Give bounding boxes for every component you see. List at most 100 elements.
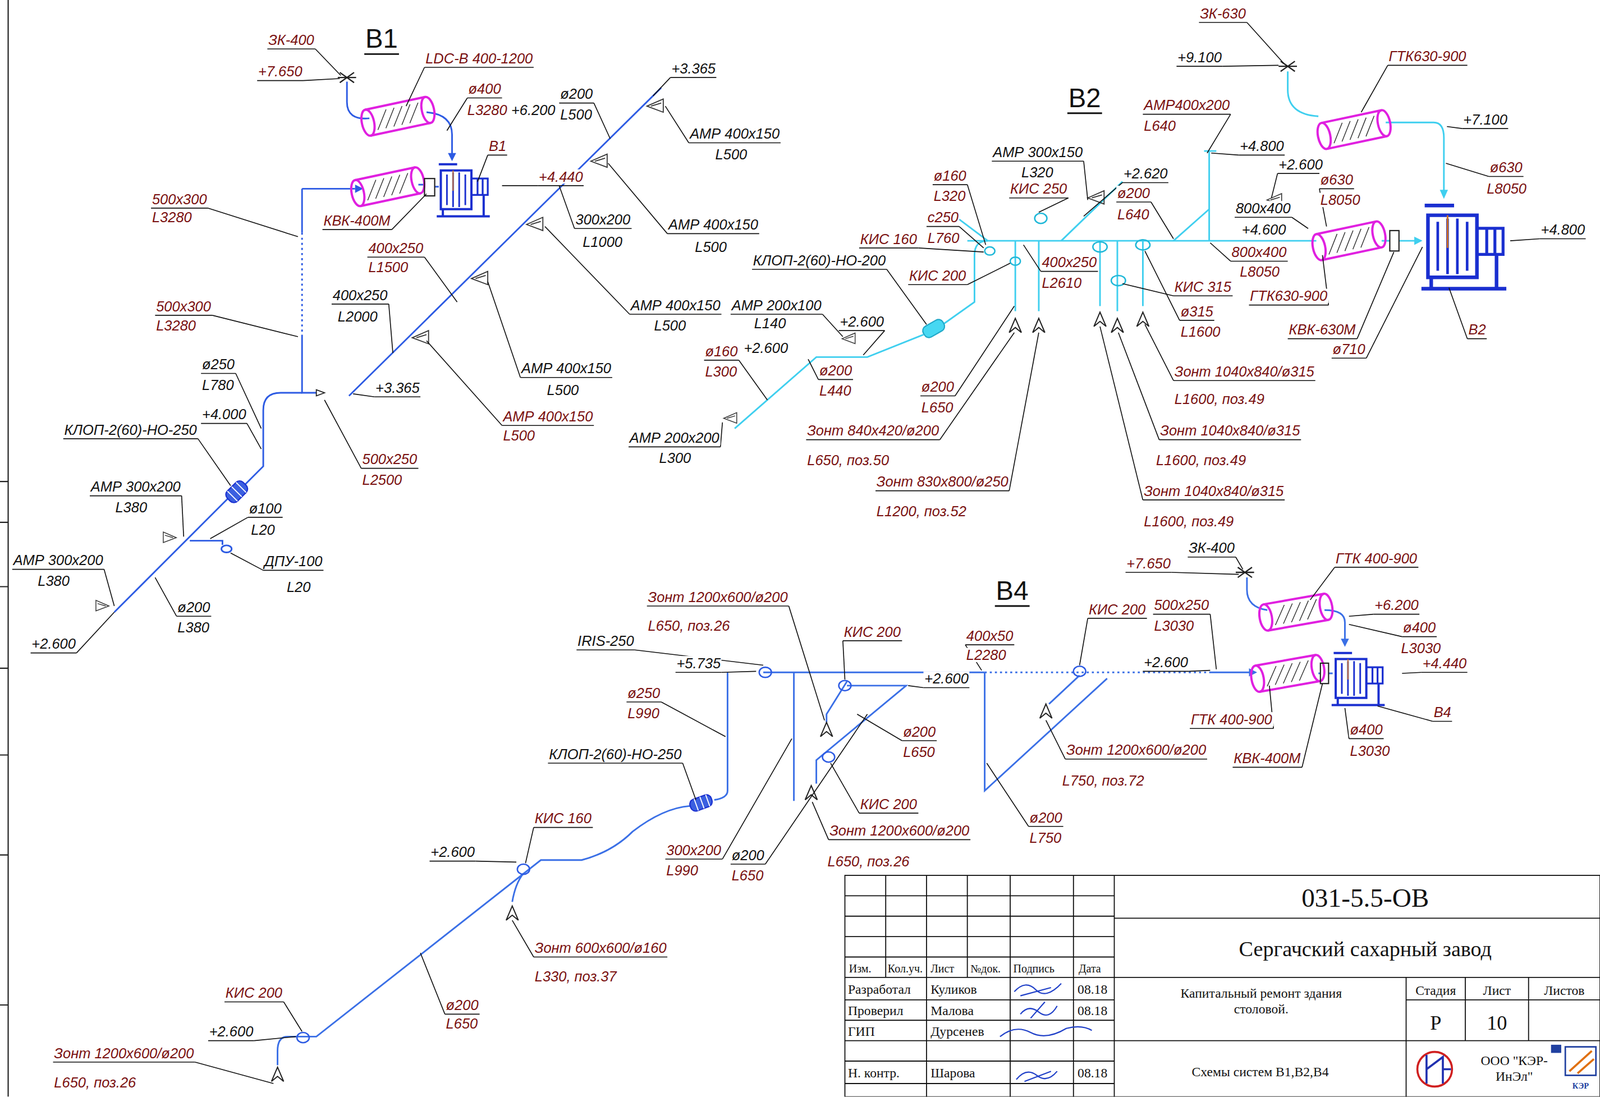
annotation-label: В2 — [1467, 322, 1488, 337]
underline — [1488, 176, 1524, 178]
underline — [1539, 238, 1586, 240]
annotation-label: +6.200 — [1373, 598, 1420, 613]
title-block-cell: Капитальный ремонт здания столовой. — [1158, 987, 1365, 1018]
annotation-label: с250 — [926, 210, 960, 225]
annotation-label: ДПУ-100 — [263, 554, 324, 569]
underline — [150, 207, 209, 209]
underline — [200, 423, 247, 425]
underline — [424, 66, 534, 68]
annotation-label: L8050 — [1485, 181, 1528, 196]
leader-line — [230, 552, 264, 571]
leader-line — [830, 763, 860, 814]
annotation-label: АМР400х200 — [1142, 98, 1231, 113]
underline — [688, 142, 781, 144]
underline — [1173, 295, 1233, 297]
title-block-cell: Кол.уч. — [886, 963, 924, 975]
annotation-label: +4.800 — [1238, 139, 1285, 154]
underline — [626, 701, 662, 703]
leader-line — [682, 763, 696, 800]
underline — [1232, 766, 1302, 768]
leader-line — [254, 1036, 297, 1041]
underline — [670, 76, 717, 79]
annotation-label: ЗК-400 — [1187, 541, 1236, 556]
annotation-label: L20 — [285, 579, 312, 594]
underline — [445, 1014, 480, 1016]
annotation-label: 400х250 — [367, 241, 425, 256]
title-block-cell: КЭР — [1571, 1083, 1590, 1092]
annotation-label: ø200 — [1028, 810, 1064, 825]
title-block-cell: Разработал — [846, 982, 912, 997]
leader-line — [661, 702, 726, 737]
leader-line — [1401, 672, 1422, 674]
annotation-label: Зонт 1040х840/ø315 — [1159, 423, 1302, 438]
leader-line — [76, 612, 114, 654]
system-heading: В1 — [364, 25, 399, 53]
title-block-cell: Н. контр. — [846, 1066, 901, 1080]
annotation-label: ГТК630-900 — [1387, 49, 1467, 64]
annotation-label: +2.600 — [30, 636, 77, 651]
underline — [537, 185, 584, 187]
underline — [1421, 671, 1468, 673]
annotation-label: +2.600 — [923, 671, 970, 686]
annotation-label: L650, поз.50 — [805, 453, 891, 468]
leader-line — [420, 952, 446, 1015]
annotation-label: АМР 200х100 — [730, 298, 823, 313]
annotation-label: L2280 — [965, 648, 1007, 663]
leader-line — [198, 438, 231, 487]
underline — [818, 379, 854, 381]
annotation-label: ø400 — [467, 81, 503, 96]
title-block-cell: Сергачский сахарный завод — [1238, 938, 1493, 960]
annotation-label: В4 — [1432, 705, 1453, 720]
leader-line — [1171, 572, 1239, 575]
title-block-cell: 08.18 — [1076, 1004, 1109, 1019]
leader-line — [1510, 238, 1540, 241]
title-block-cell: Проверил — [846, 1004, 905, 1019]
underline — [374, 396, 421, 398]
leader-line — [765, 714, 868, 865]
leader-line — [1122, 283, 1174, 296]
annotation-label: ø160 — [932, 168, 968, 183]
annotation-label: Зонт 600х600/ø160 — [533, 941, 668, 956]
underline — [704, 359, 740, 361]
underline — [487, 154, 508, 157]
annotation-label: L1600, поз.49 — [1142, 514, 1235, 529]
underline — [574, 227, 632, 229]
annotation-label: +4.440 — [537, 170, 584, 185]
title-block-cell: Малова — [929, 1004, 975, 1019]
leader-line — [1209, 243, 1231, 262]
annotation-label: ø400 — [1401, 620, 1437, 635]
underline — [361, 468, 419, 470]
leader-line — [446, 98, 467, 131]
annotation-label: L380 — [176, 620, 211, 635]
underline — [1142, 671, 1189, 673]
title-block-cell: Изм. — [847, 963, 873, 975]
underline — [89, 495, 182, 497]
underline — [647, 605, 790, 607]
underline — [558, 102, 594, 104]
system-heading: В4 — [995, 578, 1030, 605]
underline — [828, 839, 971, 841]
annotation-label: L300 — [704, 364, 738, 379]
annotation-label: +2.620 — [1122, 166, 1169, 181]
annotation-label: ø250 — [200, 357, 236, 372]
annotation-label: L2000 — [336, 309, 379, 324]
underline — [1287, 338, 1358, 340]
leader-line — [959, 226, 984, 249]
annotation-label: L20 — [249, 523, 276, 538]
annotation-label: АМР 400х150 — [502, 409, 595, 424]
annotation-label: КИС 200 — [224, 986, 284, 1001]
leader-line — [721, 671, 756, 673]
annotation-label: АМР 200х200 — [628, 431, 721, 446]
leader-line — [593, 103, 611, 140]
annotation-label: КИС 200 — [908, 268, 967, 283]
underline — [224, 1001, 284, 1003]
leader-line — [544, 226, 630, 315]
underline — [1234, 216, 1292, 218]
underline — [995, 605, 1030, 608]
leader-line — [842, 640, 846, 680]
leader-line — [1271, 173, 1278, 199]
annotation-label: КИС 315 — [1173, 280, 1233, 295]
underline — [805, 439, 940, 441]
annotation-label: L1000 — [581, 235, 623, 250]
